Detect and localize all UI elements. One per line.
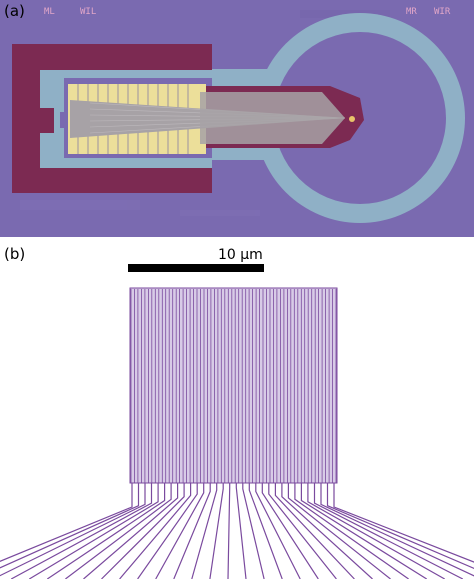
fanout-line xyxy=(274,483,355,579)
fanout-line xyxy=(119,483,192,579)
fanout-line xyxy=(307,483,445,579)
fanout-line xyxy=(155,483,205,579)
fanout-line xyxy=(137,483,198,579)
chip-label-mr: MR xyxy=(406,7,417,17)
chip-label-ml: ML xyxy=(44,7,55,17)
fanout-line xyxy=(0,483,146,577)
array-lines xyxy=(130,289,337,483)
fanout-line xyxy=(65,483,172,579)
fanout-line xyxy=(333,483,474,563)
fanout-line xyxy=(313,483,464,579)
fanout-line xyxy=(294,483,409,579)
fanout-line xyxy=(255,483,301,579)
fanout-line xyxy=(101,483,185,579)
neck-detail xyxy=(54,104,61,136)
fanout-line xyxy=(235,483,247,579)
chip-label-wil: WIL xyxy=(80,7,96,17)
fanout-line xyxy=(191,483,218,579)
fanout-line xyxy=(287,483,391,579)
chip-label-wir: WIR xyxy=(434,7,451,17)
array-fill xyxy=(130,288,337,483)
fanout-line xyxy=(0,483,140,569)
scale-bar xyxy=(128,264,264,272)
fanout-line xyxy=(242,483,265,579)
fanout-line xyxy=(268,483,337,579)
fanout-lines xyxy=(0,483,474,579)
layout-svg: 10 µm xyxy=(0,247,474,579)
fanout-line xyxy=(10,483,153,579)
fanout-line xyxy=(0,483,133,562)
fanout-line xyxy=(28,483,159,579)
fanout-line xyxy=(209,483,224,579)
fanout-line xyxy=(83,483,179,579)
fanout-line xyxy=(46,483,166,579)
fanout-line xyxy=(320,483,474,577)
panel-a-micrograph: ML WIL MR WIR xyxy=(0,0,474,237)
panel-a-label: (a) xyxy=(4,2,25,20)
fanout-line xyxy=(326,483,474,570)
panel-b-label: (b) xyxy=(4,245,26,263)
fanout-line xyxy=(227,483,231,579)
fanout-line xyxy=(261,483,319,579)
fanout-line xyxy=(248,483,283,579)
array-frame xyxy=(129,287,338,484)
fanout-line xyxy=(173,483,211,579)
substrate-texture xyxy=(20,10,390,216)
panel-b-layout-diagram: 10 µm xyxy=(0,243,474,579)
chip-labels: ML WIL MR WIR xyxy=(44,7,451,17)
fanout-line xyxy=(300,483,428,579)
micrograph-svg: ML WIL MR WIR xyxy=(0,0,474,237)
fanout-line xyxy=(281,483,373,579)
wire-bundle xyxy=(200,92,345,144)
tip-dot xyxy=(349,116,355,122)
scale-bar-label: 10 µm xyxy=(218,247,263,263)
u-electrode xyxy=(12,44,212,193)
